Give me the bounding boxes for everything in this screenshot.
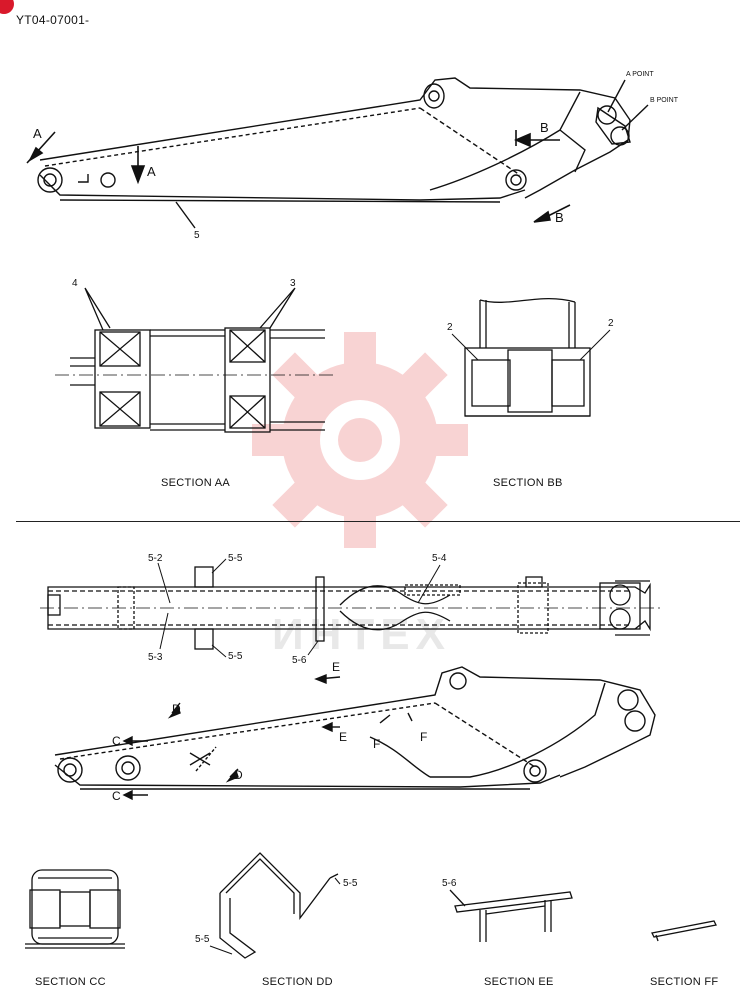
label-c-bottom: C	[112, 789, 121, 803]
label-section-a-arrow: A	[147, 164, 156, 179]
label-5-5-bottom: 5-5	[228, 651, 243, 662]
section-ff-diagram	[651, 920, 717, 942]
label-5-5-b: 5-5	[195, 934, 210, 945]
top-view-diagram: A A B B A POINT B POINT 5	[26, 71, 679, 241]
section-aa-diagram: 4 3	[55, 278, 335, 433]
label-part-3: 3	[290, 278, 296, 289]
section-aa-title: SECTION AA	[161, 477, 231, 489]
side-view-diagram: C C D D E E F F	[54, 660, 656, 803]
label-5-3: 5-3	[148, 652, 163, 663]
label-part-4: 4	[72, 278, 78, 289]
label-a-point: A POINT	[626, 71, 654, 78]
label-e-top: E	[332, 660, 340, 674]
label-5-6-ee: 5-6	[442, 878, 457, 889]
label-b-point: B POINT	[650, 97, 679, 104]
label-part-5: 5	[194, 230, 200, 241]
label-5-5-a: 5-5	[343, 878, 358, 889]
section-cc-diagram	[25, 869, 125, 949]
label-section-a-left: A	[33, 126, 42, 141]
label-d-bottom: D	[234, 768, 243, 782]
label-d-top: D	[172, 702, 181, 716]
section-bb-diagram: 2 2	[447, 297, 614, 417]
watermark-text: ИНТЕХ	[272, 610, 451, 659]
section-bb-title: SECTION BB	[493, 477, 563, 489]
label-5-6: 5-6	[292, 655, 307, 666]
label-c-top: C	[112, 734, 121, 748]
corner-badge	[0, 0, 14, 14]
watermark-gear-icon	[252, 332, 468, 548]
label-f-left: F	[373, 737, 380, 751]
label-5-2: 5-2	[148, 553, 163, 564]
label-f-right: F	[420, 730, 427, 744]
section-dd-title: SECTION DD	[262, 976, 333, 988]
plan-view-diagram: 5-2 5-3 5-5 5-5 5-4 5-6	[40, 553, 660, 666]
section-ee-diagram: 5-6	[442, 878, 573, 942]
divider-line	[16, 521, 740, 522]
label-5-4: 5-4	[432, 553, 447, 564]
section-ee-title: SECTION EE	[484, 976, 554, 988]
section-cc-title: SECTION CC	[35, 976, 106, 988]
label-section-b-bottom: B	[555, 210, 564, 225]
label-part-2-right: 2	[608, 318, 614, 329]
section-ff-title: SECTION FF	[650, 976, 719, 988]
label-e-mid: E	[339, 730, 347, 744]
document-id: YT04-07001-	[16, 13, 90, 27]
label-5-5-top: 5-5	[228, 553, 243, 564]
label-section-b-top: B	[540, 120, 549, 135]
label-part-2-left: 2	[447, 322, 453, 333]
section-dd-diagram: 5-5 5-5	[195, 852, 358, 959]
